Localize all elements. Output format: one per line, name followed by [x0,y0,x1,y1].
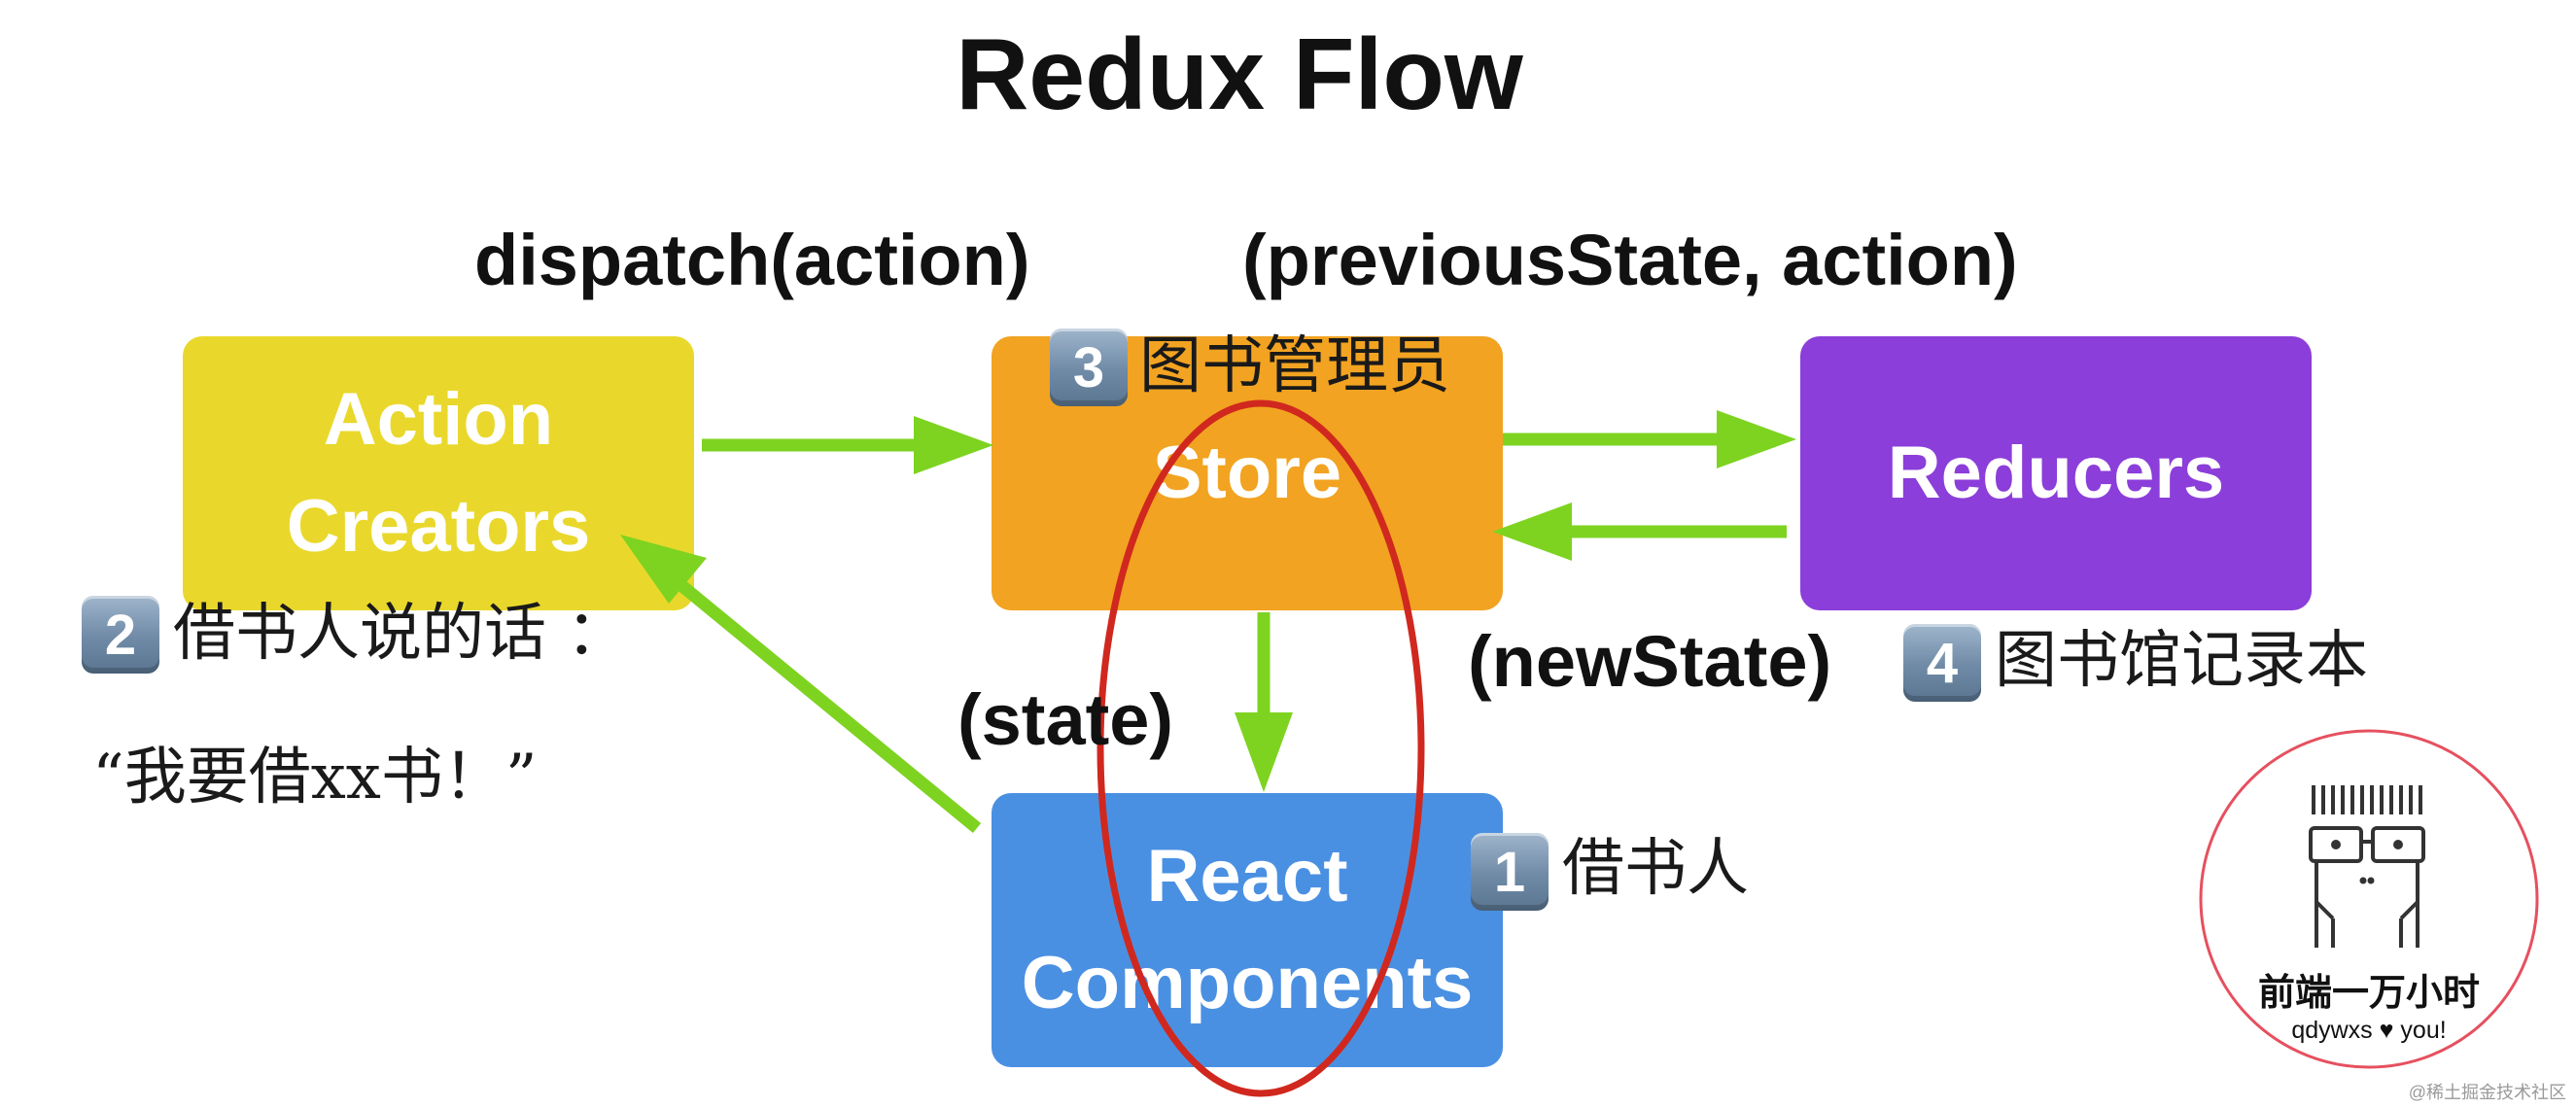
logo-circle [2199,729,2539,1069]
react-components-label-line1: React [1146,834,1348,918]
reducers-label: Reducers [1887,431,2225,514]
react-components-label-line2: Components [1021,942,1474,1024]
watermark: @稀土掘金技术社区 [2408,1083,2566,1102]
logo-tagline: qdywxs ♥ you! [2291,1017,2447,1044]
previous-state-label: (previousState, action) [1242,220,2018,300]
annotation-borrower-quote: “我要借xx书！” [92,742,538,814]
arrow-to-action-creators [620,535,982,834]
arrow-state [1235,612,1293,792]
highlight-ellipse [1097,399,1425,1097]
annotation-borrower-words: 借书人说的话 ： [173,598,629,670]
badge-1: 1 [1471,833,1549,911]
badge-2: 2 [82,596,159,674]
new-state-label: (newState) [1468,621,1832,702]
arrow-dispatch [702,416,993,474]
annotation-librarian: 图书管理员 [1139,330,1450,402]
action-creators-box: Action Creators [183,336,694,610]
logo-avatar-icon [2309,785,2425,948]
badge-4: 4 [1903,624,1981,702]
annotation-record-book: 图书馆记录本 [1995,625,2368,697]
diagram-title: Redux Flow [956,18,1523,131]
reducers-box: Reducers [1800,336,2312,610]
state-label: (state) [957,679,1174,760]
badge-3: 3 [1050,329,1128,406]
dispatch-label: dispatch(action) [474,220,1030,300]
arrow-to-reducers [1503,410,1796,468]
action-creators-label-line2: Creators [286,485,591,568]
annotation-borrower: 借书人 [1562,833,1749,905]
action-creators-label-line1: Action [323,377,554,461]
arrow-new-state [1492,502,1787,561]
logo-name: 前端一万小时 [2257,973,2480,1014]
